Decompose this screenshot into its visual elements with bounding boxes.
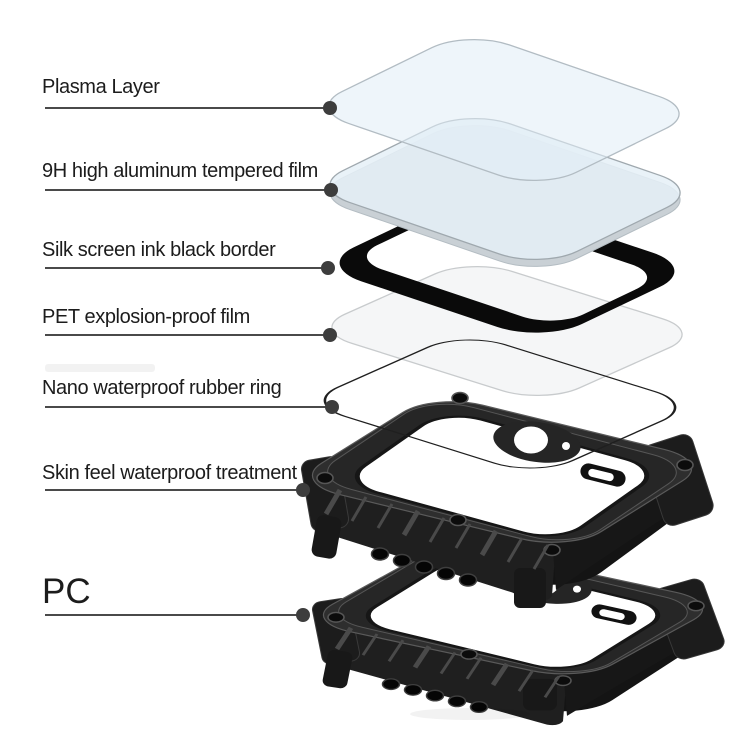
label-rubber-ring: Nano waterproof rubber ring [42,377,282,399]
label-pc: PC [42,572,91,611]
plasma-film-layer [306,30,701,189]
leader-dots [296,101,339,622]
label-pet-film: PET explosion-proof film [42,306,250,328]
case-hatch-pattern [334,626,561,699]
case-shadow [410,708,530,720]
label-plasma-layer: Plasma Layer [42,76,160,98]
nano-rubber-ring-layer [323,339,677,469]
faint-smudge [45,364,155,372]
pc-case-layer [311,541,725,726]
label-ink-border: Silk screen ink black border [42,239,276,261]
case-rivets [381,678,489,713]
crown-cutout [493,421,626,487]
case-rivets [370,547,478,587]
leader-lines [45,107,329,616]
case-hatch-pattern [323,488,550,570]
label-tempered-film: 9H high aluminum tempered film [42,160,318,182]
label-skin-feel: Skin feel waterproof treatment [42,462,297,484]
